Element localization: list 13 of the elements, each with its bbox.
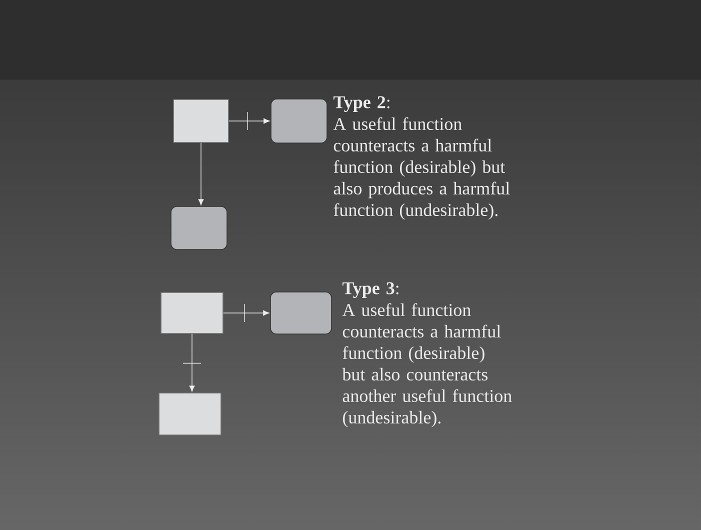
function-box [173,99,229,143]
arrow [198,142,204,206]
arrow [223,304,270,322]
description-text: A useful function counteracts a harmful function (desirable) but also counteracts another useful function (undesirable). [342,303,512,428]
function-box [170,206,228,250]
function-box [160,292,224,334]
function-box [270,98,328,144]
description-text: Type 3: [342,282,398,298]
description-text: A useful function counteracts a harmful function (desirable) but also produces a harmful function (undesirable). [333,117,510,220]
function-box [158,392,222,436]
arrow [182,334,202,392]
arrow [228,112,270,130]
function-box [270,292,332,334]
